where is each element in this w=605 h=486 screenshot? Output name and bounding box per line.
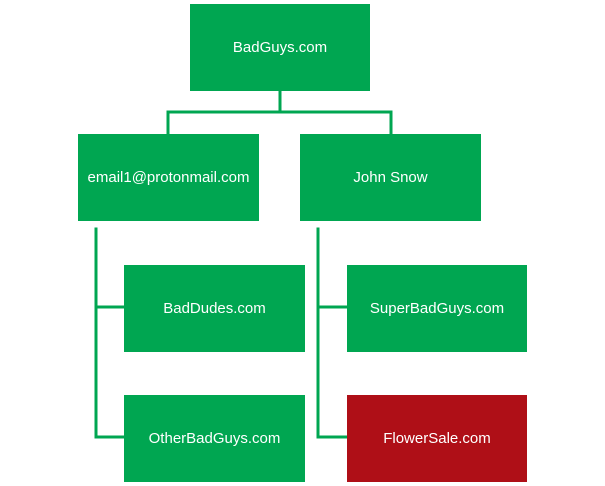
node-label: email1@protonmail.com: [87, 169, 250, 186]
node-label: John Snow: [353, 169, 428, 186]
node-otherbadguys: OtherBadGuys.com: [124, 395, 305, 482]
node-badguys: BadGuys.com: [190, 4, 370, 91]
node-john-snow: John Snow: [300, 134, 481, 221]
node-label: BadDudes.com: [163, 300, 266, 317]
node-label: OtherBadGuys.com: [148, 430, 281, 447]
node-flowersale: FlowerSale.com: [347, 395, 527, 482]
node-label: BadGuys.com: [232, 39, 328, 56]
node-superbadguys: SuperBadGuys.com: [347, 265, 527, 352]
node-label: SuperBadGuys.com: [369, 300, 505, 317]
node-email: email1@protonmail.com: [78, 134, 259, 221]
node-baddudes: BadDudes.com: [124, 265, 305, 352]
node-label: FlowerSale.com: [383, 430, 491, 447]
